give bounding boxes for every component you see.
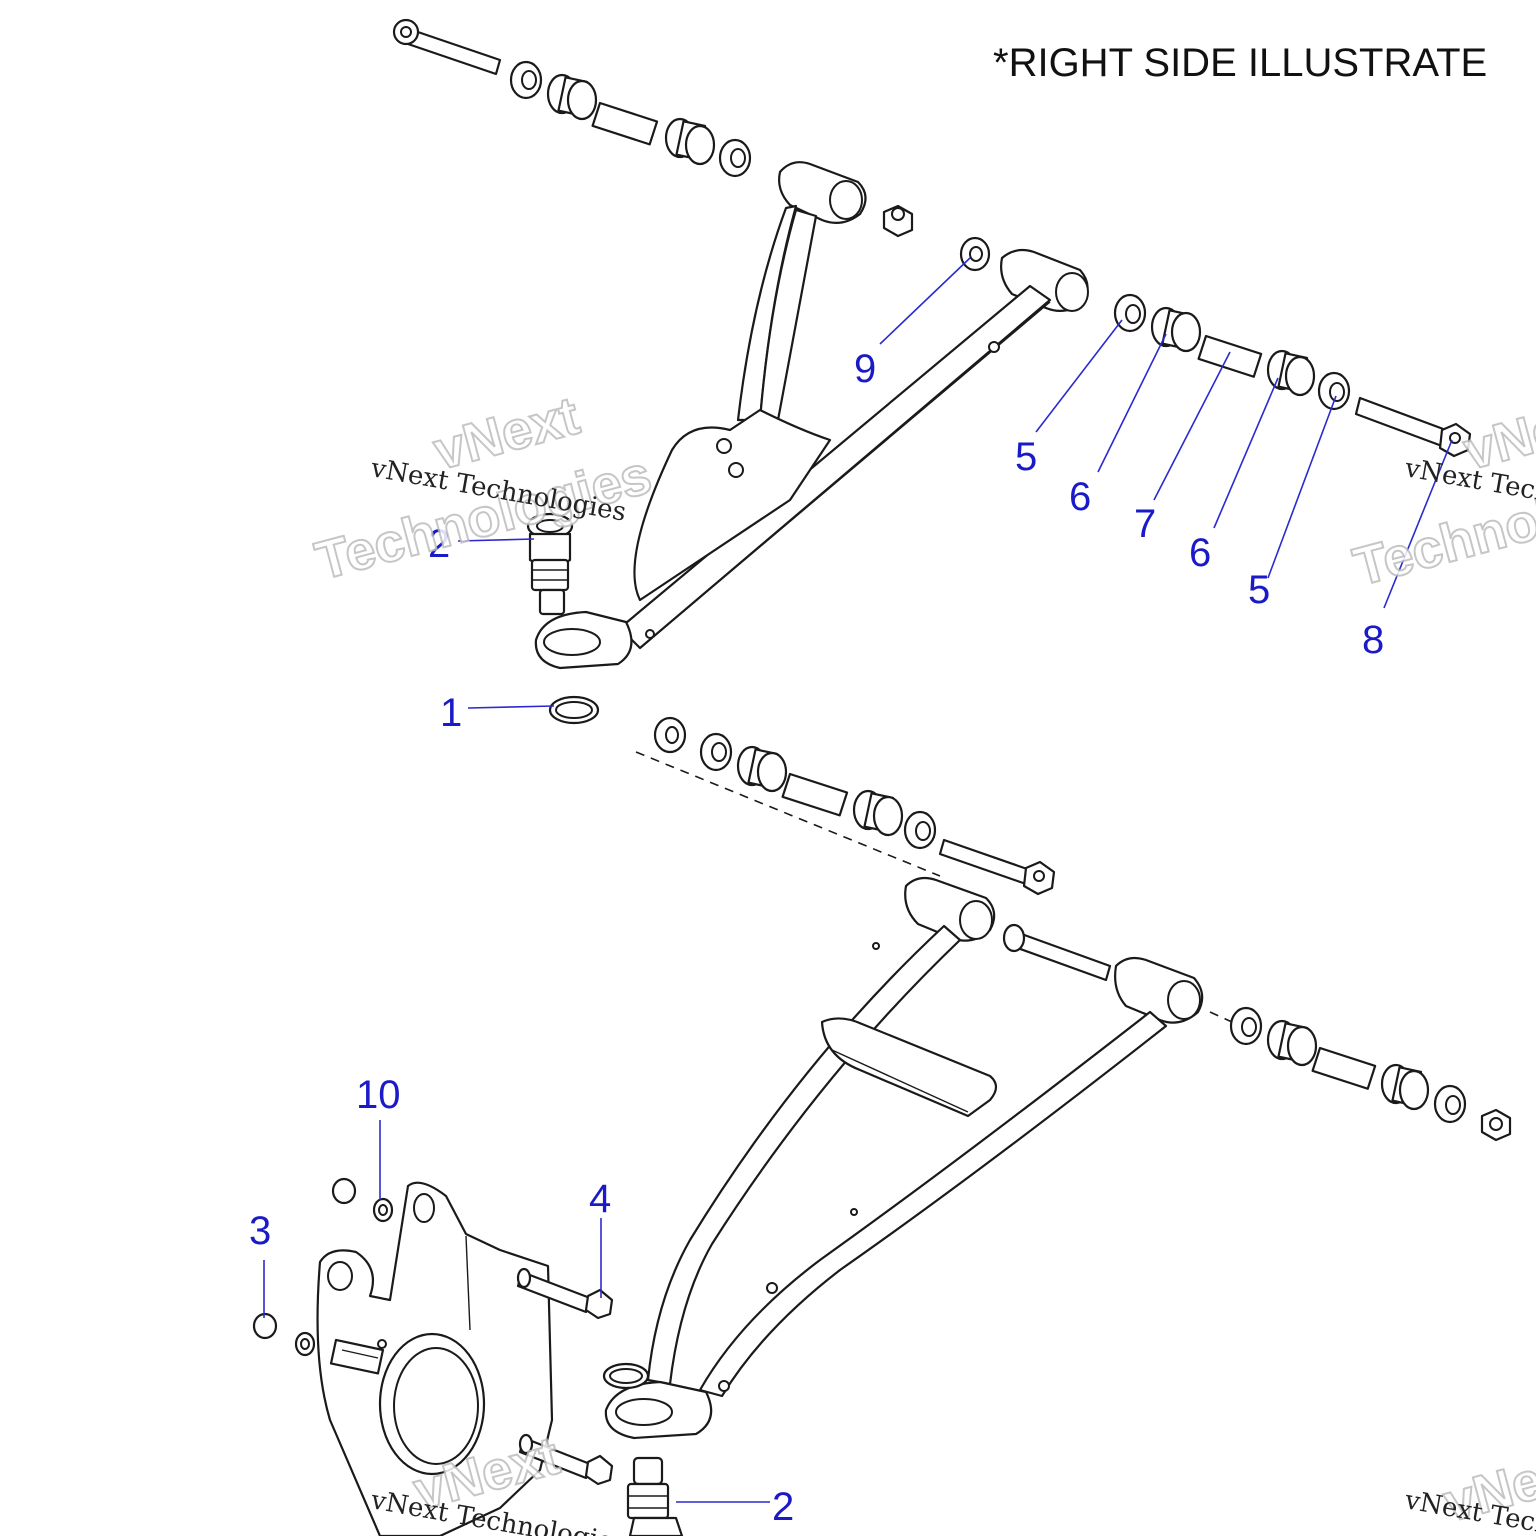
lr-nut xyxy=(1480,1108,1512,1142)
knuckle-nut-lower xyxy=(252,1312,278,1340)
mid-sleeve xyxy=(781,772,849,817)
top-bushing-2 xyxy=(664,117,716,166)
right-bushing-1 xyxy=(1150,306,1202,353)
callout-2-upper: 2 xyxy=(428,522,450,566)
upper-pivot-nut xyxy=(882,204,914,238)
top-washer-2 xyxy=(718,138,752,178)
knuckle-assembly xyxy=(316,1181,614,1536)
top-bushing-1 xyxy=(546,73,598,121)
lr-bushing-1 xyxy=(1266,1019,1318,1067)
knuckle-upper-bolt xyxy=(516,1267,614,1320)
snap-ring-upper xyxy=(548,695,600,725)
leader-lines xyxy=(263,257,1453,1503)
mid-nut xyxy=(653,716,687,754)
lower-a-arm xyxy=(604,876,1204,1440)
top-sleeve xyxy=(591,101,659,146)
callout-7: 7 xyxy=(1134,502,1156,546)
lower-right-hardware-stack xyxy=(1209,1006,1512,1142)
lr-sleeve xyxy=(1311,1046,1377,1090)
snap-ring-lower xyxy=(602,1362,650,1390)
callout-3: 3 xyxy=(249,1209,271,1253)
upper-ball-joint xyxy=(526,512,574,616)
top-hardware-stack xyxy=(392,18,752,178)
knuckle-nut-upper xyxy=(331,1177,357,1205)
callout-4: 4 xyxy=(589,1177,611,1221)
middle-hardware-stack xyxy=(635,716,1056,896)
mid-washer-2 xyxy=(903,810,937,850)
right-washer-1 xyxy=(1113,293,1147,333)
callout-5-right: 5 xyxy=(1248,568,1270,612)
top-bolt xyxy=(392,18,502,76)
lr-washer-2 xyxy=(1433,1084,1467,1124)
callout-6-left: 6 xyxy=(1069,475,1091,519)
right-washer-2 xyxy=(1317,371,1351,411)
lr-bushing-2 xyxy=(1380,1063,1430,1111)
lower-ball-joint xyxy=(626,1456,684,1536)
mid-bushing-2 xyxy=(852,789,904,837)
mid-washer-1 xyxy=(699,732,733,772)
knuckle-washer-upper xyxy=(372,1197,394,1223)
header-note: *RIGHT SIDE ILLUSTRATE xyxy=(993,41,1487,85)
callout-8: 8 xyxy=(1362,618,1384,662)
knuckle-lower-bolt xyxy=(518,1433,614,1486)
upper-right-hardware-stack xyxy=(1113,293,1472,458)
callout-9: 9 xyxy=(854,347,876,391)
right-bolt xyxy=(1354,396,1472,458)
mid-bushing-1 xyxy=(736,745,788,793)
callout-1: 1 xyxy=(440,691,462,735)
upper-a-arm xyxy=(534,161,1089,670)
callout-5-left: 5 xyxy=(1015,435,1037,479)
callout-6-right: 6 xyxy=(1189,531,1211,575)
callout-10: 10 xyxy=(356,1073,401,1117)
mid-bolt xyxy=(938,838,1056,896)
upper-front-washer xyxy=(959,236,991,272)
callout-2-lower: 2 xyxy=(772,1485,794,1529)
right-sleeve xyxy=(1197,334,1263,378)
lower-pivot-bolt xyxy=(1002,923,1112,982)
lr-washer-1 xyxy=(1229,1006,1263,1046)
top-washer-1 xyxy=(509,60,543,100)
knuckle-washer-lower xyxy=(294,1331,316,1357)
right-bushing-2 xyxy=(1266,349,1316,397)
